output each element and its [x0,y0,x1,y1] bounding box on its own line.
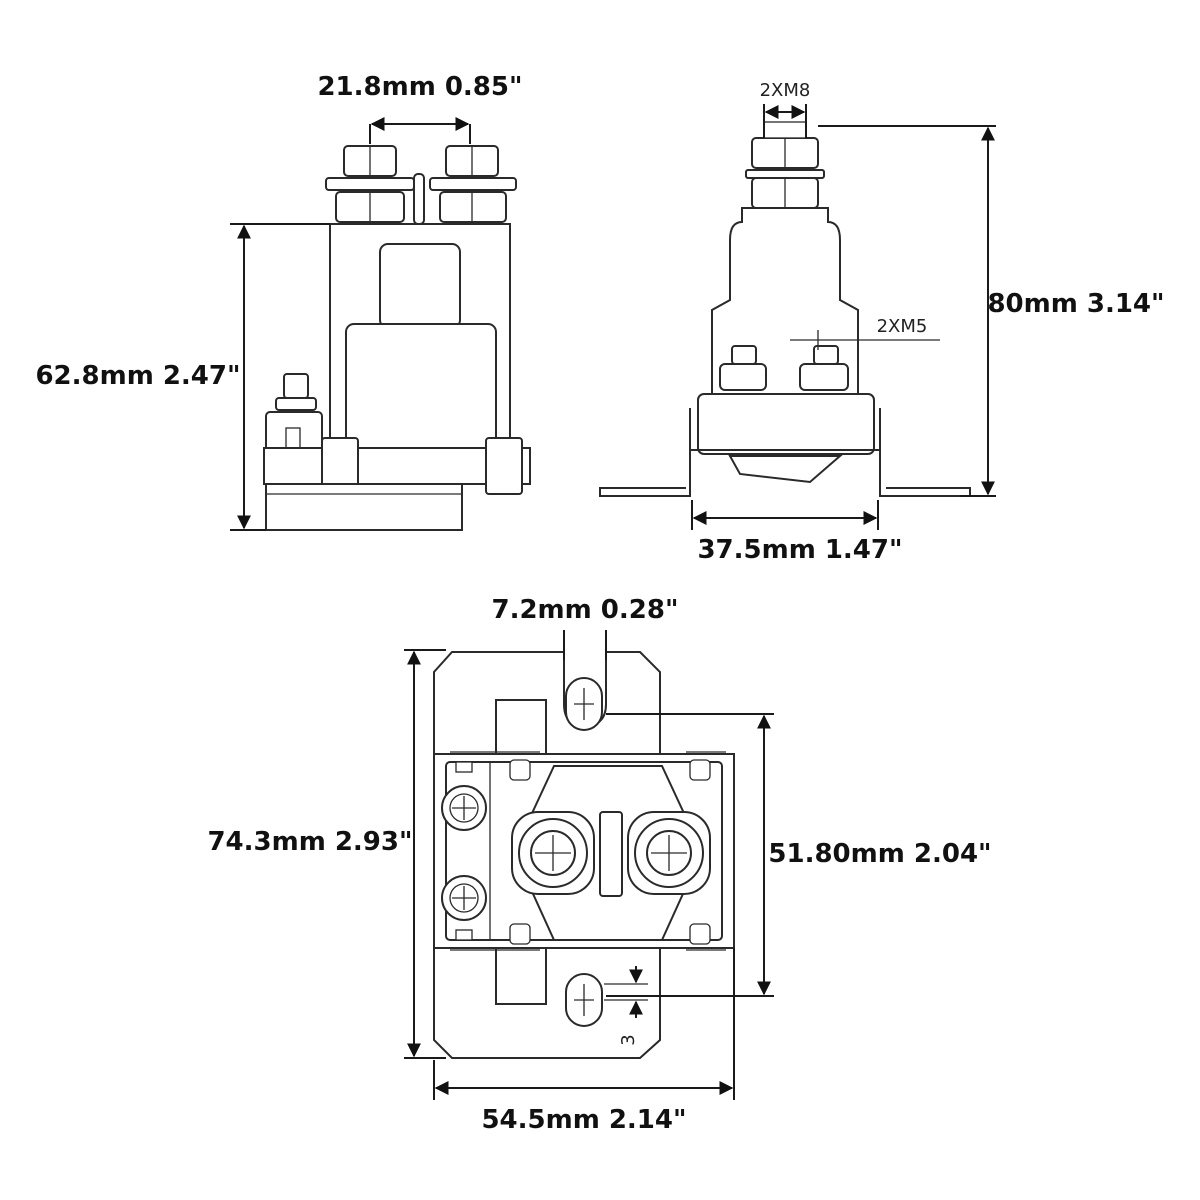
right-terminal-nut [429,145,517,223]
base-plate [265,483,463,531]
dim-inner-height: 51.80mm 2.04" [768,839,991,869]
dim-terminal-spacing: 21.8mm 0.85" [317,72,522,102]
left-terminal-nut [325,145,415,223]
dim-top-view-width: 54.5mm 2.14" [481,1105,686,1135]
dim-slot-width: 7.2mm 0.28" [492,595,679,625]
small-terminals [719,345,849,391]
dim-front-height: 80mm 3.14" [987,289,1164,319]
main-terminals [511,811,711,897]
coil-housing [379,243,461,329]
side-view: 21.8mm 0.85" 62.8mm 2.47" [35,72,531,531]
dim-thread-m5: 2XM5 [877,316,928,337]
main-terminal-nut [745,121,825,209]
dim-front-width: 37.5mm 1.47" [697,535,902,565]
dim-thread-m8: 2XM8 [760,80,811,101]
dim-overall-height: 74.3mm 2.93" [207,827,412,857]
dim-side-height: 62.8mm 2.47" [35,361,240,391]
top-view: 7.2mm 0.28" 74.3mm 2.93" 51.80mm 2.04" 3… [207,595,991,1135]
front-lower-box [697,393,875,455]
front-view: 2XM8 2XM5 80mm 3.14" 37.5mm 1.47" [599,80,1165,565]
center-pin [413,173,425,225]
dim-small-gap: 3 [618,1034,639,1045]
control-terminals [441,785,487,921]
